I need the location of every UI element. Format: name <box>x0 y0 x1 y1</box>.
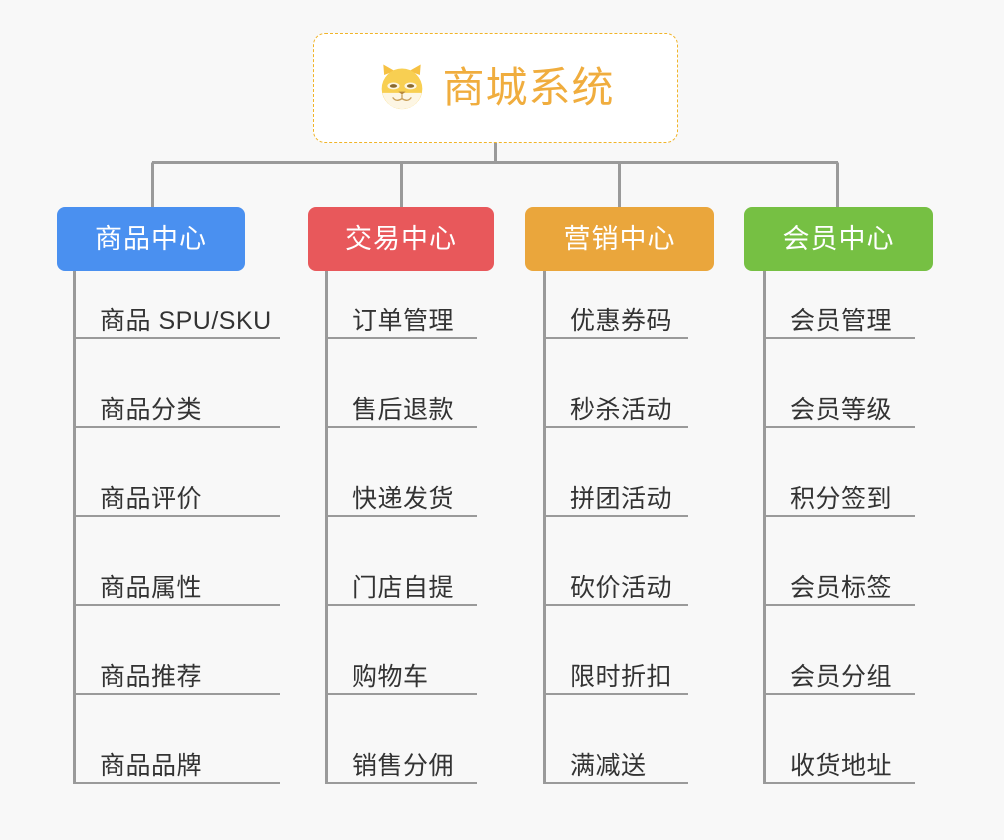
branch-item-label: 会员等级 <box>790 396 893 424</box>
branch-item[interactable]: 商品属性 <box>73 560 280 606</box>
branch-item-label: 售后退款 <box>352 396 455 424</box>
branch-item[interactable]: 商品评价 <box>73 471 280 517</box>
branch-item[interactable]: 拼团活动 <box>543 471 688 517</box>
branch-item[interactable]: 售后退款 <box>325 382 477 428</box>
branch-item[interactable]: 会员管理 <box>763 293 915 339</box>
branch-item[interactable]: 商品分类 <box>73 382 280 428</box>
branch-item[interactable]: 商品推荐 <box>73 649 280 695</box>
branch-item[interactable]: 快递发货 <box>325 471 477 517</box>
branch-item[interactable]: 商品 SPU/SKU <box>73 293 280 339</box>
branch-item-label: 收货地址 <box>790 752 893 780</box>
branch-item[interactable]: 会员等级 <box>763 382 915 428</box>
branch-item[interactable]: 会员标签 <box>763 560 915 606</box>
branch-item[interactable]: 限时折扣 <box>543 649 688 695</box>
root-node[interactable]: 商城系统 <box>313 33 678 143</box>
branch-header-2[interactable]: 交易中心 <box>308 207 494 271</box>
branch-item-label: 会员标签 <box>790 574 893 602</box>
branch-item[interactable]: 秒杀活动 <box>543 382 688 428</box>
branch-spine-4 <box>763 271 766 784</box>
branch-item[interactable]: 会员分组 <box>763 649 915 695</box>
branch-item-label: 砍价活动 <box>570 574 673 602</box>
branch-item-label: 会员分组 <box>790 663 893 691</box>
branch-header-label: 商品中心 <box>95 223 207 254</box>
root-title: 商城系统 <box>442 64 615 111</box>
branch-item-label: 秒杀活动 <box>570 396 673 424</box>
branch-item-label: 商品评价 <box>100 485 203 513</box>
branch-header-1[interactable]: 商品中心 <box>57 207 245 271</box>
branch-spine-2 <box>325 271 328 784</box>
branch-item-label: 满减送 <box>570 752 647 780</box>
branch-header-label: 交易中心 <box>345 223 457 254</box>
branch-item[interactable]: 商品品牌 <box>73 738 280 784</box>
branch-item[interactable]: 砍价活动 <box>543 560 688 606</box>
branch-item[interactable]: 购物车 <box>325 649 477 695</box>
branch-item-label: 销售分佣 <box>352 752 455 780</box>
branch-item-label: 订单管理 <box>352 307 455 335</box>
branch-item[interactable]: 订单管理 <box>325 293 477 339</box>
branch-item-label: 优惠券码 <box>570 307 673 335</box>
branch-item-label: 商品 SPU/SKU <box>100 307 272 335</box>
branch-spine-1 <box>73 271 76 784</box>
branch-item-label: 拼团活动 <box>570 485 673 513</box>
branch-item[interactable]: 满减送 <box>543 738 688 784</box>
branch-item-label: 快递发货 <box>352 485 455 513</box>
branch-item-label: 商品分类 <box>100 396 203 424</box>
branch-item-label: 商品推荐 <box>100 663 203 691</box>
branch-item-label: 商品属性 <box>100 574 203 602</box>
branch-header-3[interactable]: 营销中心 <box>525 207 714 271</box>
branch-item-label: 购物车 <box>352 663 429 691</box>
branch-item-label: 会员管理 <box>790 307 893 335</box>
branch-item[interactable]: 门店自提 <box>325 560 477 606</box>
branch-header-label: 营销中心 <box>563 223 676 254</box>
branch-item-label: 商品品牌 <box>100 752 203 780</box>
branch-item[interactable]: 优惠券码 <box>543 293 688 339</box>
shiba-dog-face-icon <box>382 64 423 110</box>
branch-item[interactable]: 积分签到 <box>763 471 915 517</box>
branch-header-4[interactable]: 会员中心 <box>744 207 933 271</box>
branch-item-label: 门店自提 <box>352 574 455 602</box>
branch-item-label: 限时折扣 <box>570 663 673 691</box>
branch-item-label: 积分签到 <box>790 485 893 513</box>
branch-header-label: 会员中心 <box>782 223 895 254</box>
branch-item[interactable]: 销售分佣 <box>325 738 477 784</box>
branch-item[interactable]: 收货地址 <box>763 738 915 784</box>
branch-spine-3 <box>543 271 546 784</box>
